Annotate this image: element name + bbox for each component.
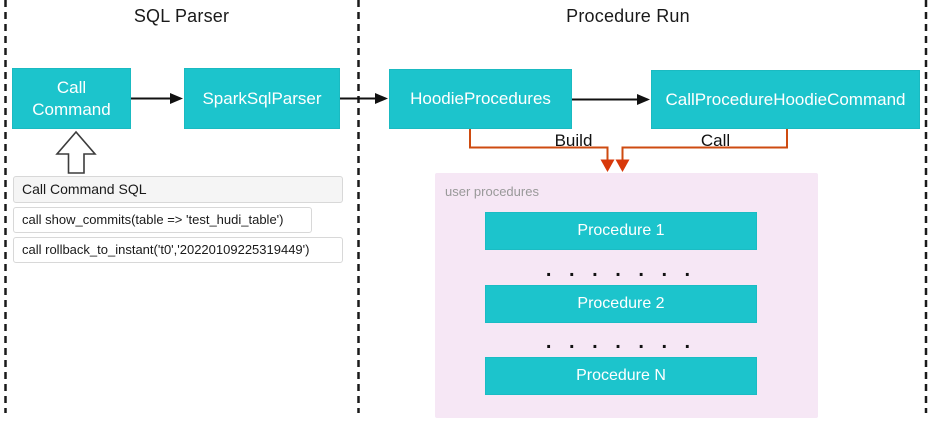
region-title-sql-parser: SQL Parser [133, 6, 230, 26]
node-call-procedure-hoodie-command: CallProcedureHoodieCommand [651, 70, 920, 129]
user-procedures-label: user procedures [445, 184, 539, 199]
node-procedure-1: Procedure 1 [485, 212, 757, 250]
node-call-command: Call Command [12, 68, 131, 129]
node-spark-sql-parser: SparkSqlParser [184, 68, 340, 129]
sql-statement-show-commits: call show_commits(table => 'test_hudi_ta… [13, 207, 312, 233]
edge-label-build: Build [554, 131, 593, 150]
edge-label-call: Call [700, 131, 731, 150]
region-title-procedure-run: Procedure Run [566, 6, 690, 26]
ellipsis-row-2: . . . . . . . [545, 331, 697, 353]
node-procedure-2: Procedure 2 [485, 285, 757, 323]
sql-panel-title: Call Command SQL [13, 176, 343, 203]
ellipsis-row-1: . . . . . . . [545, 259, 697, 281]
hollow-up-arrow [55, 130, 97, 174]
call-arrowhead [615, 159, 630, 172]
node-procedure-n: Procedure N [485, 357, 757, 395]
build-arrowhead [600, 159, 615, 172]
user-procedures-panel: user procedures Procedure 1 . . . . . . … [435, 173, 818, 418]
node-hoodie-procedures: HoodieProcedures [389, 69, 572, 129]
sql-statement-rollback-to-instant: call rollback_to_instant('t0','202201092… [13, 237, 343, 263]
